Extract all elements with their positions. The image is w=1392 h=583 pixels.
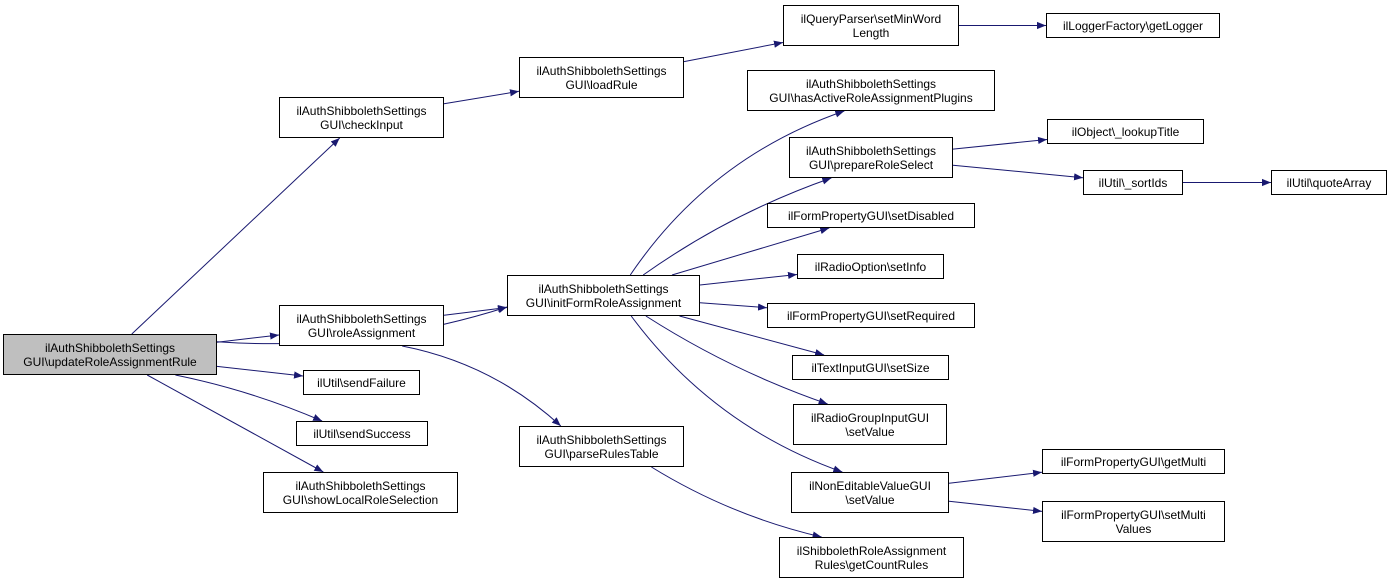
node-sendSuccess[interactable]: ilUtil\sendSuccess xyxy=(296,421,428,446)
node-label-line: GUI\loadRule xyxy=(565,77,638,92)
node-sortIds[interactable]: ilUtil\_sortIds xyxy=(1083,170,1183,195)
node-label-line: \setValue xyxy=(845,424,895,439)
node-label-line: GUI\checkInput xyxy=(320,117,403,132)
node-label-line: ilTextInputGUI\setSize xyxy=(811,360,930,375)
node-label-line: ilQueryParser\setMinWord xyxy=(800,11,942,26)
edge-initFormRoleAssignment-to-radioSetValue xyxy=(645,315,828,405)
node-label-line: ilUtil\quoteArray xyxy=(1286,175,1372,190)
node-sendFailure[interactable]: ilUtil\sendFailure xyxy=(303,370,420,395)
node-setSize[interactable]: ilTextInputGUI\setSize xyxy=(792,355,949,380)
node-label-line: ilAuthShibbolethSettings xyxy=(536,432,667,447)
node-label-line: ilAuthShibbolethSettings xyxy=(538,281,669,296)
node-setRequired[interactable]: ilFormPropertyGUI\setRequired xyxy=(767,303,975,328)
node-getLogger[interactable]: ilLoggerFactory\getLogger xyxy=(1046,13,1220,38)
node-label-line: ilFormPropertyGUI\setMulti xyxy=(1061,507,1206,522)
edge-checkInput-to-loadRule xyxy=(443,89,520,105)
edge-updateRoleAssignmentRule-to-checkInput xyxy=(131,137,341,335)
edge-updateRoleAssignmentRule-to-sendSuccess xyxy=(175,374,323,422)
node-label-line: ilUtil\_sortIds xyxy=(1098,175,1168,190)
edge-initFormRoleAssignment-to-setRequired xyxy=(699,302,768,311)
node-label-line: ilUtil\sendSuccess xyxy=(313,426,411,441)
edge-initFormRoleAssignment-to-hasActiveRoleAssignmentPlugins xyxy=(629,110,845,276)
edge-initFormRoleAssignment-to-setDisabled xyxy=(671,227,830,276)
node-setDisabled[interactable]: ilFormPropertyGUI\setDisabled xyxy=(767,203,975,228)
edge-prepareRoleSelect-to-sortIds xyxy=(952,164,1084,181)
edge-roleAssignment-to-parseRulesTable xyxy=(402,345,562,427)
node-label-line: Values xyxy=(1115,521,1152,536)
node-label-line: ilAuthShibbolethSettings xyxy=(805,143,937,158)
node-label-line: ilRadioGroupInputGUI xyxy=(810,410,930,425)
edge-updateRoleAssignmentRule-to-roleAssignment xyxy=(216,332,280,343)
node-label-line: ilLoggerFactory\getLogger xyxy=(1062,18,1204,33)
node-label-line: GUI\parseRulesTable xyxy=(544,446,659,461)
node-label-line: GUI\roleAssignment xyxy=(307,325,416,340)
node-radioSetValue[interactable]: ilRadioGroupInputGUI\setValue xyxy=(793,404,947,445)
node-label-line: ilObject\_lookupTitle xyxy=(1071,124,1180,139)
edge-loadRule-to-setMinWordLength xyxy=(683,40,784,63)
node-label-line: ilRadioOption\setInfo xyxy=(814,259,927,274)
node-label-line: \setValue xyxy=(845,492,895,507)
edge-prepareRoleSelect-to-lookupTitle xyxy=(952,136,1048,150)
node-label-line: ilAuthShibbolethSettings xyxy=(296,311,427,326)
edge-initFormRoleAssignment-to-nonEditSetValue xyxy=(630,315,843,473)
node-label-line: Length xyxy=(852,25,890,40)
node-label-line: GUI\prepareRoleSelect xyxy=(808,157,934,172)
node-label-line: GUI\hasActiveRoleAssignmentPlugins xyxy=(769,90,973,105)
edge-updateRoleAssignmentRule-to-showLocalRoleSelection xyxy=(146,374,324,473)
edge-nonEditSetValue-to-getMulti xyxy=(948,469,1043,484)
node-label-line: ilFormPropertyGUI\getMulti xyxy=(1060,454,1207,469)
node-label-line: GUI\updateRoleAssignmentRule xyxy=(23,354,197,369)
edge-nonEditSetValue-to-setMultiValues xyxy=(948,500,1043,514)
node-label-line: ilFormPropertyGUI\setDisabled xyxy=(787,208,955,223)
node-label-line: ilAuthShibbolethSettings xyxy=(536,63,667,78)
edge-roleAssignment-to-initFormRoleAssignment xyxy=(443,305,508,316)
node-quoteArray[interactable]: ilUtil\quoteArray xyxy=(1271,170,1387,195)
node-label-line: ilFormPropertyGUI\setRequired xyxy=(786,308,956,323)
edge-initFormRoleAssignment-to-setSize xyxy=(679,315,825,357)
node-label-line: ilAuthShibbolethSettings xyxy=(44,340,176,355)
node-label-line: ilAuthShibbolethSettings xyxy=(805,76,937,91)
node-label-line: ilUtil\sendFailure xyxy=(317,375,406,390)
edge-updateRoleAssignmentRule-to-sendFailure xyxy=(216,365,304,379)
node-label-line: Rules\getCountRules xyxy=(814,557,929,572)
node-label-line: ilNonEditableValueGUI xyxy=(809,478,931,493)
node-lookupTitle[interactable]: ilObject\_lookupTitle xyxy=(1047,119,1204,144)
edge-initFormRoleAssignment-to-setInfo xyxy=(699,271,798,286)
node-label-line: GUI\initFormRoleAssignment xyxy=(525,295,682,310)
node-setInfo[interactable]: ilRadioOption\setInfo xyxy=(797,254,944,279)
node-getMulti[interactable]: ilFormPropertyGUI\getMulti xyxy=(1042,449,1225,474)
edge-parseRulesTable-to-getCountRules xyxy=(651,466,822,539)
node-label-line: ilShibbolethRoleAssignment xyxy=(796,543,947,558)
node-label-line: GUI\showLocalRoleSelection xyxy=(282,492,439,507)
edge-initFormRoleAssignment-to-prepareRoleSelect xyxy=(642,177,832,276)
node-label-line: ilAuthShibbolethSettings xyxy=(295,478,426,493)
node-label-line: ilAuthShibbolethSettings xyxy=(296,103,427,118)
node-nonEditSetValue[interactable]: ilNonEditableValueGUI\setValue xyxy=(791,472,949,513)
